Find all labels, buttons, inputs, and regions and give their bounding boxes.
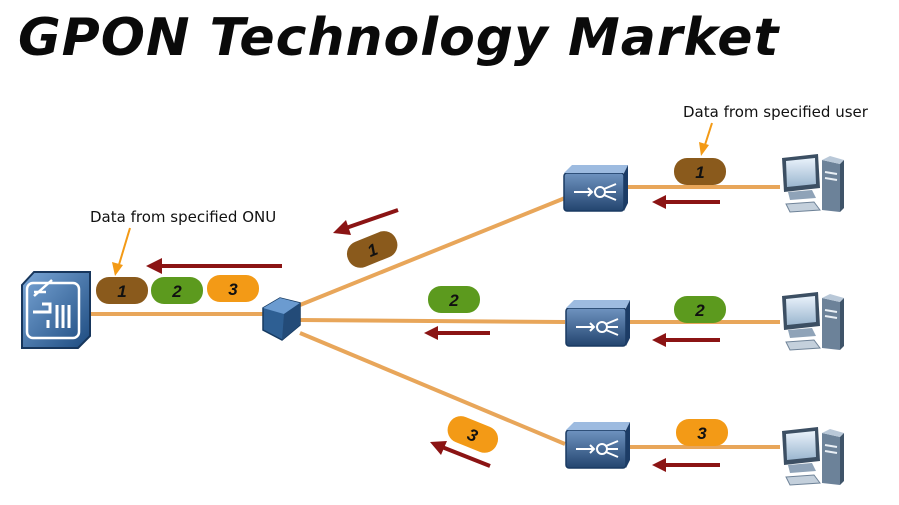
arrow-left-icon	[652, 195, 720, 209]
packet-label: 1	[117, 282, 126, 301]
packet-onu-1: 1	[96, 277, 148, 304]
packet-label: 2	[448, 291, 459, 310]
arrow-left-icon	[430, 441, 491, 468]
packet-branch-3: 3	[447, 416, 499, 453]
computer-icon	[782, 154, 844, 213]
optical-splitter-icon	[262, 297, 301, 341]
packet-branch-2: 2	[428, 286, 480, 313]
computer-icon	[782, 427, 844, 486]
packet-user-3: 3	[676, 419, 728, 446]
fiber-splitter-onu-2	[299, 318, 566, 324]
onu-device-icon	[565, 300, 630, 347]
computer-icon	[782, 292, 844, 351]
packet-user-1: 1	[674, 158, 726, 185]
packet-onu-2: 2	[151, 277, 203, 304]
packet-user-2: 2	[674, 296, 726, 323]
packet-label: 2	[171, 282, 182, 301]
arrow-left-icon	[652, 333, 720, 347]
callout-arrow-icon	[112, 227, 131, 276]
arrow-left-icon	[424, 326, 490, 340]
packet-branch-1: 1	[346, 231, 398, 268]
upstream-arrows	[146, 195, 720, 472]
fiber-splitter-onu-1	[299, 196, 566, 307]
packet-label: 3	[228, 280, 238, 299]
callout-arrow-icon	[699, 122, 713, 156]
arrow-left-icon	[146, 258, 282, 274]
arrow-left-icon	[333, 208, 399, 235]
page-title: GPON Technology Market	[18, 8, 780, 68]
onu-device-icon	[563, 165, 628, 212]
fiber-splitter-onu-3	[299, 331, 566, 446]
onu-device-icon	[565, 422, 630, 469]
packet-onu-3: 3	[207, 275, 259, 302]
packet-label: 3	[697, 424, 707, 443]
packet-label: 2	[694, 301, 705, 320]
caption-onu: Data from specified ONU	[90, 208, 276, 226]
caption-user: Data from specified user	[683, 103, 869, 121]
packet-label: 1	[695, 163, 704, 182]
arrow-left-icon	[652, 458, 720, 472]
olt-device-icon	[21, 271, 91, 349]
